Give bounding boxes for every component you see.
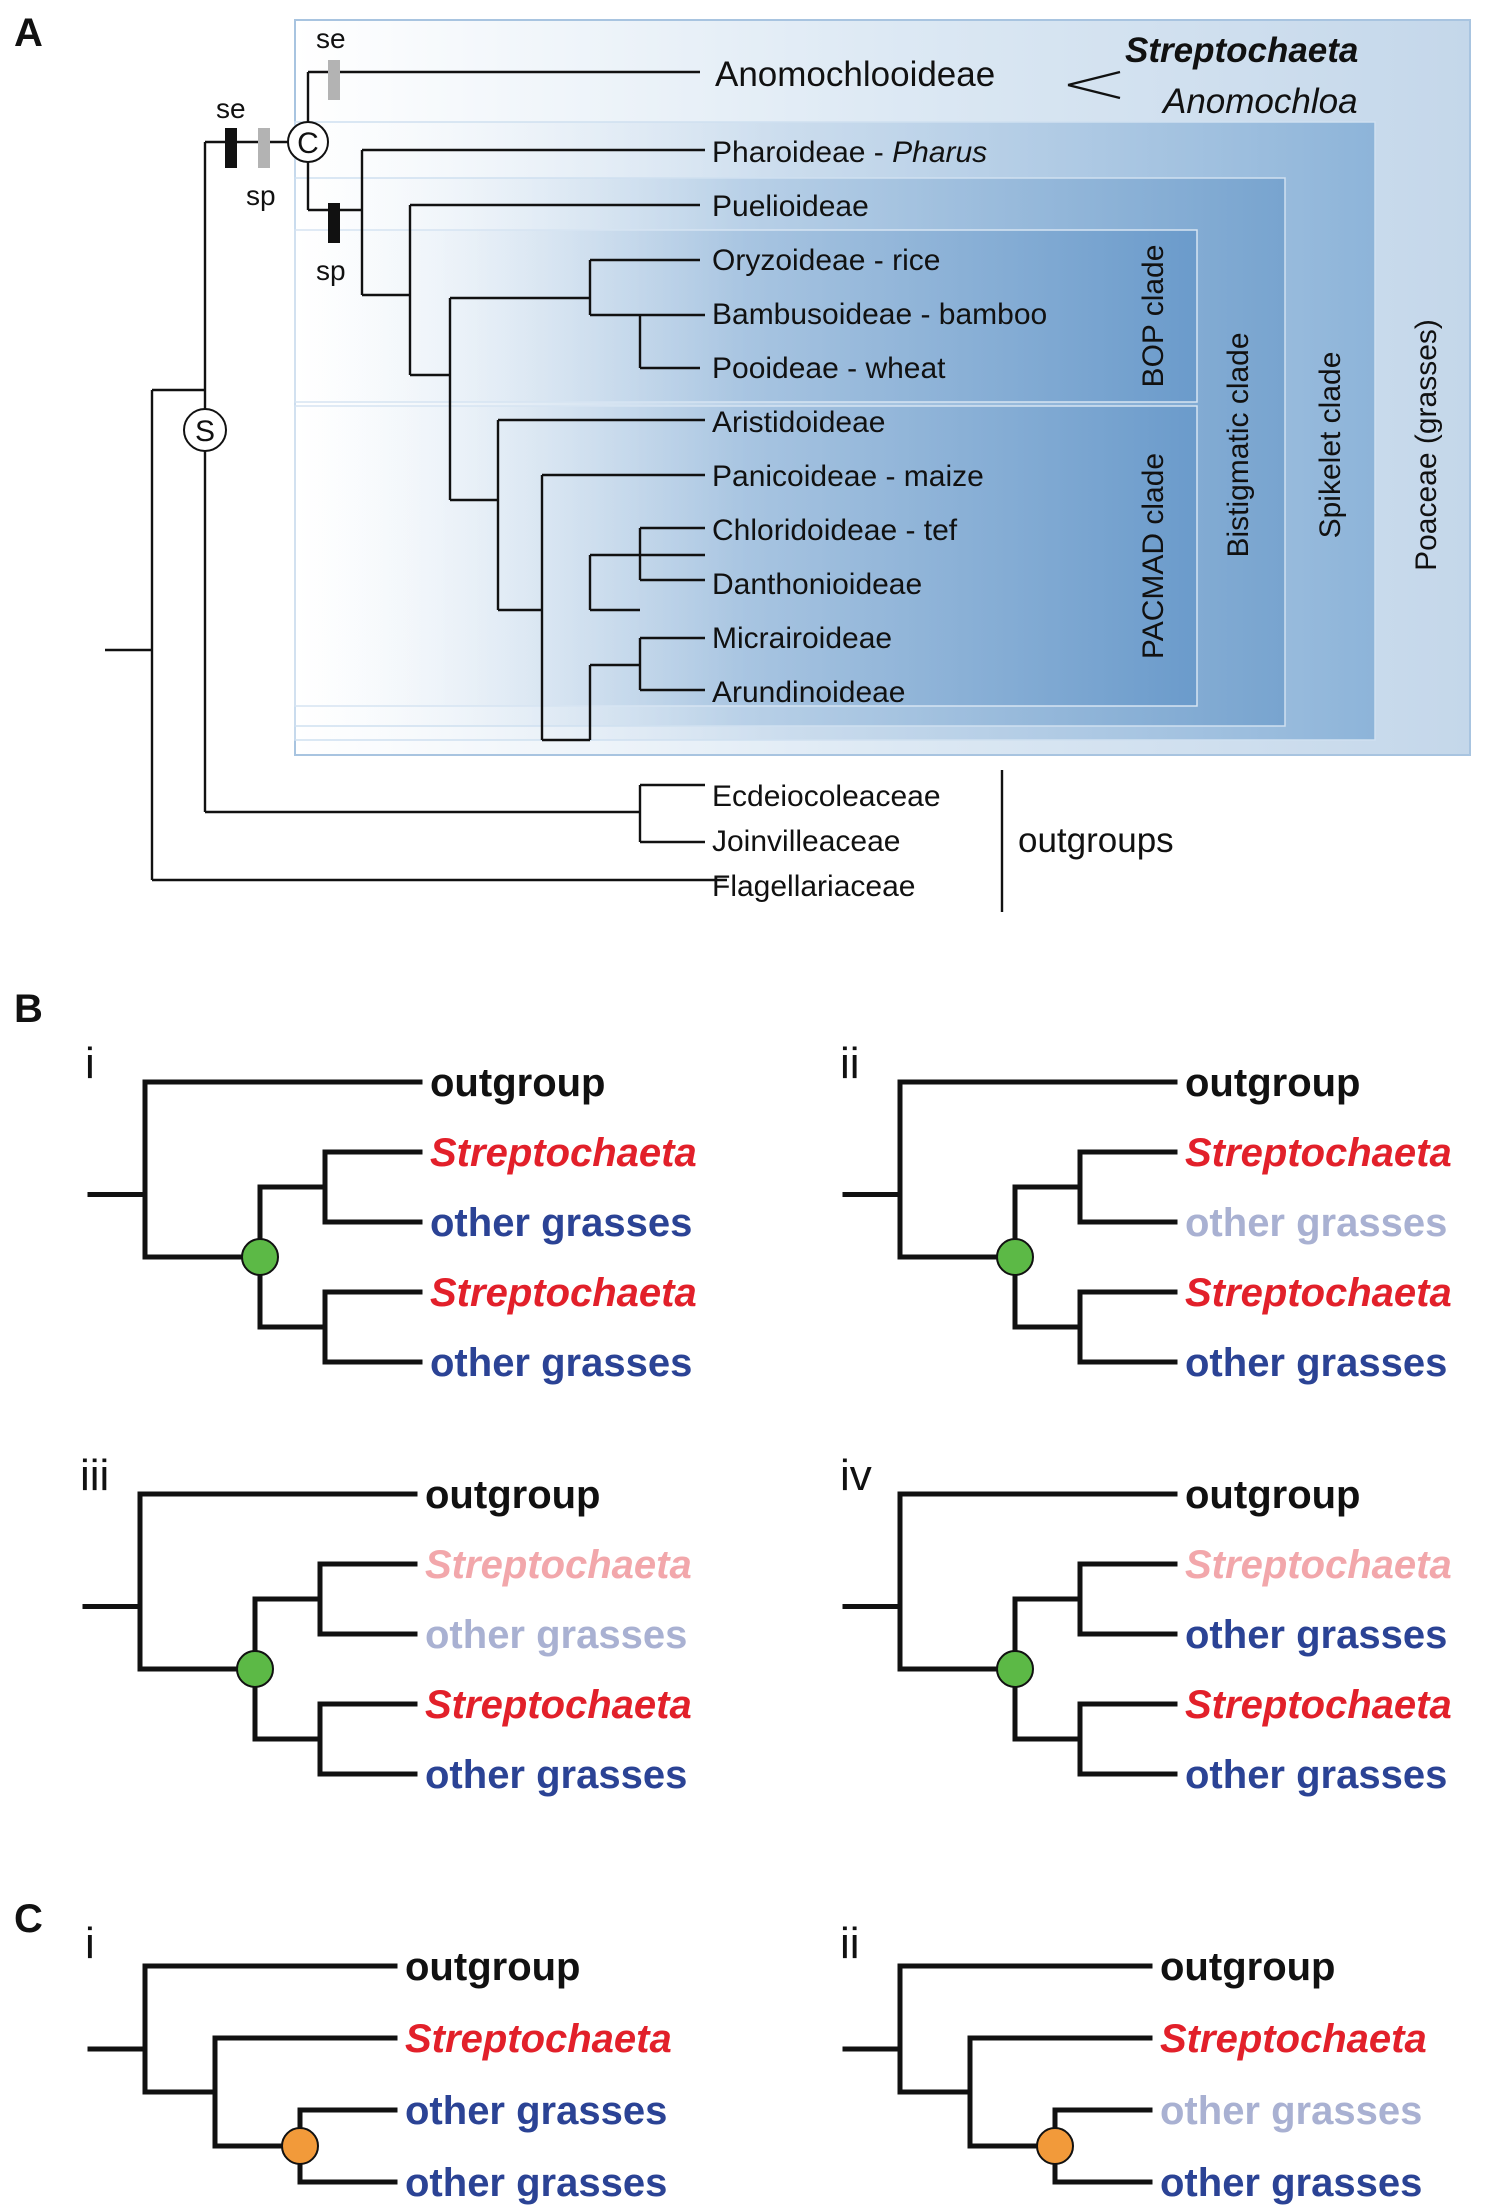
- tip-streptochaeta: Streptochaeta: [1185, 1271, 1452, 1315]
- panel-label-b: B: [14, 987, 43, 1031]
- taxon-anomochloa: Anomochloa: [1161, 82, 1358, 121]
- tip-outgroup: outgroup: [425, 1473, 601, 1517]
- tree-label: ii: [840, 1919, 860, 1968]
- taxon-streptochaeta: Streptochaeta: [1125, 31, 1358, 70]
- tree-branches: [842, 1079, 1178, 1365]
- tip-other-grasses: other grasses: [430, 1201, 692, 1245]
- marker-se-top: [328, 60, 340, 100]
- taxon-oryzoideae-rice: Oryzoideae - rice: [712, 244, 940, 277]
- tip-streptochaeta: Streptochaeta: [425, 1543, 692, 1587]
- outgroup-taxon-list: EcdeiocoleaceaeJoinvilleaceaeFlagellaria…: [712, 780, 941, 903]
- tree-label: iv: [840, 1451, 872, 1500]
- taxon-anomochlooideae: Anomochlooideae: [715, 55, 995, 94]
- clade-label-poaceae: Poaceae (grasses): [1410, 319, 1443, 571]
- tip-outgroup: outgroup: [1185, 1061, 1361, 1105]
- tip-streptochaeta: Streptochaeta: [1185, 1683, 1452, 1727]
- taxon-joinvilleaceae: Joinvilleaceae: [712, 825, 900, 858]
- tip-streptochaeta: Streptochaeta: [425, 1683, 692, 1727]
- node-s-label: S: [195, 415, 215, 448]
- taxon-arundinoideae: Arundinoideae: [712, 676, 906, 709]
- marker-label-se-left: se: [216, 93, 246, 124]
- tip-streptochaeta: Streptochaeta: [405, 2017, 672, 2061]
- clade-label-bop: BOP clade: [1137, 245, 1170, 388]
- duplication-node: [281, 2127, 319, 2165]
- duplication-node: [236, 1650, 274, 1688]
- taxon-pharoideae: Pharoideae - Pharus: [712, 136, 987, 169]
- duplication-node: [996, 1238, 1034, 1276]
- tip-other-grasses: other grasses: [405, 2089, 667, 2133]
- tip-streptochaeta: Streptochaeta: [430, 1131, 697, 1175]
- taxon-bambusoideae-bamboo: Bambusoideae - bamboo: [712, 298, 1047, 331]
- node-c: [287, 121, 329, 163]
- tip-outgroup: outgroup: [1160, 1945, 1336, 1989]
- marker-sp-inner: [328, 203, 340, 243]
- taxon-danthonioideae: Danthonioideae: [712, 568, 922, 601]
- taxon-micrairoideae: Micrairoideae: [712, 622, 892, 655]
- tip-streptochaeta: Streptochaeta: [1185, 1543, 1452, 1587]
- tree-branches: [842, 1491, 1178, 1777]
- outgroups-label: outgroups: [1018, 821, 1174, 860]
- panel-label-a: A: [14, 11, 43, 55]
- tip-other-grasses: other grasses: [1185, 1341, 1447, 1385]
- taxon-pooideae-wheat: Pooideae - wheat: [712, 352, 946, 385]
- clade-label-spikelet: Spikelet clade: [1314, 352, 1347, 539]
- taxon-flagellariaceae: Flagellariaceae: [712, 870, 915, 903]
- marker-label-sp-inner: sp: [316, 255, 346, 286]
- tip-other-grasses: other grasses: [430, 1341, 692, 1385]
- clade-label-bistigmatic: Bistigmatic clade: [1222, 332, 1255, 557]
- tip-other-grasses: other grasses: [425, 1753, 687, 1797]
- duplication-node: [241, 1238, 279, 1276]
- tip-streptochaeta: Streptochaeta: [430, 1271, 697, 1315]
- tip-other-grasses: other grasses: [1160, 2089, 1422, 2133]
- tip-other-grasses: other grasses: [1185, 1753, 1447, 1797]
- taxon-chloridoideae-tef: Chloridoideae - tef: [712, 514, 958, 547]
- taxon-ecdeiocoleaceae: Ecdeiocoleaceae: [712, 780, 941, 813]
- taxon-pharus: Pharus: [892, 136, 987, 169]
- tree-branches: [82, 1491, 418, 1777]
- marker-label-sp-left: sp: [246, 180, 276, 211]
- tree-label: iii: [80, 1451, 109, 1500]
- duplication-node: [1036, 2127, 1074, 2165]
- tree-branches: [87, 1079, 423, 1365]
- tree-label: ii: [840, 1039, 860, 1088]
- tree-label: i: [85, 1039, 95, 1088]
- clade-box-bop: [294, 229, 1198, 403]
- tip-other-grasses: other grasses: [425, 1613, 687, 1657]
- tip-other-grasses: other grasses: [405, 2161, 667, 2205]
- tree-branches: [87, 1963, 398, 2185]
- taxon-panicoideae-maize: Panicoideae - maize: [712, 460, 984, 493]
- taxon-puelioideae: Puelioideae: [712, 190, 869, 223]
- tip-other-grasses: other grasses: [1160, 2161, 1422, 2205]
- tip-outgroup: outgroup: [405, 1945, 581, 1989]
- marker-label-se-top: se: [316, 23, 346, 54]
- tip-other-grasses: other grasses: [1185, 1613, 1447, 1657]
- tip-streptochaeta: Streptochaeta: [1160, 2017, 1427, 2061]
- marker-se-left: [225, 128, 237, 168]
- taxon-aristidoideae: Aristidoideae: [712, 406, 885, 439]
- panel-label-c: C: [14, 1897, 43, 1941]
- tree-a-branches: [105, 70, 1121, 912]
- tip-other-grasses: other grasses: [1185, 1201, 1447, 1245]
- clade-label-pacmad: PACMAD clade: [1137, 453, 1170, 659]
- tree-branches: [842, 1963, 1153, 2185]
- tree-label: i: [85, 1919, 95, 1968]
- tip-outgroup: outgroup: [430, 1061, 606, 1105]
- node-s: [183, 408, 227, 452]
- clade-box-pacmad: [294, 405, 1198, 707]
- node-c-label: C: [297, 127, 319, 160]
- duplication-node: [996, 1650, 1034, 1688]
- tip-streptochaeta: Streptochaeta: [1185, 1131, 1452, 1175]
- tip-outgroup: outgroup: [1185, 1473, 1361, 1517]
- marker-sp-left: [258, 128, 270, 168]
